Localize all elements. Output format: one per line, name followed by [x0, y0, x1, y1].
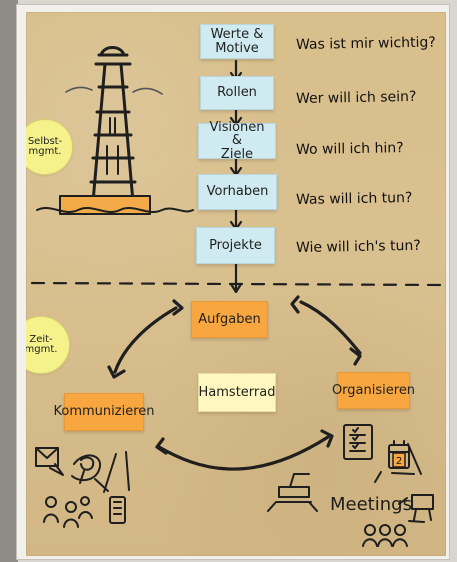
- cycle-label: Aufgaben: [198, 311, 261, 327]
- question-2: Wer will ich sein?: [295, 88, 446, 107]
- question-3: Wo will ich hin?: [295, 140, 446, 158]
- organizing-sketches: [267, 424, 434, 547]
- step-note-visionen-ziele: Visionen & Ziele: [198, 119, 276, 162]
- calendar-highlight: [392, 452, 406, 468]
- cycle-note-organisieren: Organisieren: [332, 372, 415, 409]
- time-management-label: Zeit- mgmt.: [26, 333, 58, 355]
- question-text: Wo will ich hin?: [295, 140, 404, 158]
- step-label: Rollen: [217, 85, 257, 101]
- calendar-day: 2: [396, 456, 402, 467]
- cycle-note-hamsterrad: Hamsterrad: [198, 373, 276, 412]
- meetings-label: Meetings: [330, 494, 412, 515]
- self-management-label: Selbst- mgmt.: [27, 135, 63, 157]
- poster-paper: 2 Werte & Motive Rollen Visionen & Ziele…: [26, 12, 446, 556]
- question-text: Was will ich tun?: [295, 189, 413, 208]
- step-note-werte-motive: Werte & Motive: [200, 24, 274, 59]
- step-label: Visionen & Ziele: [209, 119, 265, 162]
- time-management-circle: Zeit- mgmt.: [26, 316, 70, 374]
- step-label: Vorhaben: [206, 184, 269, 200]
- question-4: Was will ich tun?: [295, 189, 446, 208]
- step-label: Projekte: [209, 237, 262, 253]
- step-note-vorhaben: Vorhaben: [198, 174, 277, 210]
- dashed-divider: [30, 281, 442, 287]
- cycle-label: Hamsterrad: [198, 384, 276, 400]
- sketch-layer: 2: [30, 46, 442, 547]
- question-text: Was ist mir wichtig?: [295, 34, 436, 53]
- question-text: Wie will ich's tun?: [295, 237, 421, 256]
- self-management-circle: Selbst- mgmt.: [26, 119, 73, 175]
- question-text: Wer will ich sein?: [295, 88, 417, 107]
- step-label: Werte & Motive: [210, 26, 264, 56]
- cycle-note-aufgaben: Aufgaben: [191, 301, 268, 338]
- cycle-label: Kommunizieren: [53, 404, 155, 420]
- cycle-note-kommunizieren: Kommunizieren: [54, 393, 155, 431]
- step-note-projekte: Projekte: [196, 227, 275, 264]
- question-5: Wie will ich's tun?: [295, 237, 446, 256]
- question-1: Was ist mir wichtig?: [295, 34, 446, 53]
- cycle-arrows: [107, 295, 362, 471]
- communication-sketches: [35, 447, 130, 528]
- lighthouse-icon: [36, 46, 194, 215]
- cycle-label: Organisieren: [331, 382, 416, 398]
- step-note-rollen: Rollen: [200, 76, 274, 110]
